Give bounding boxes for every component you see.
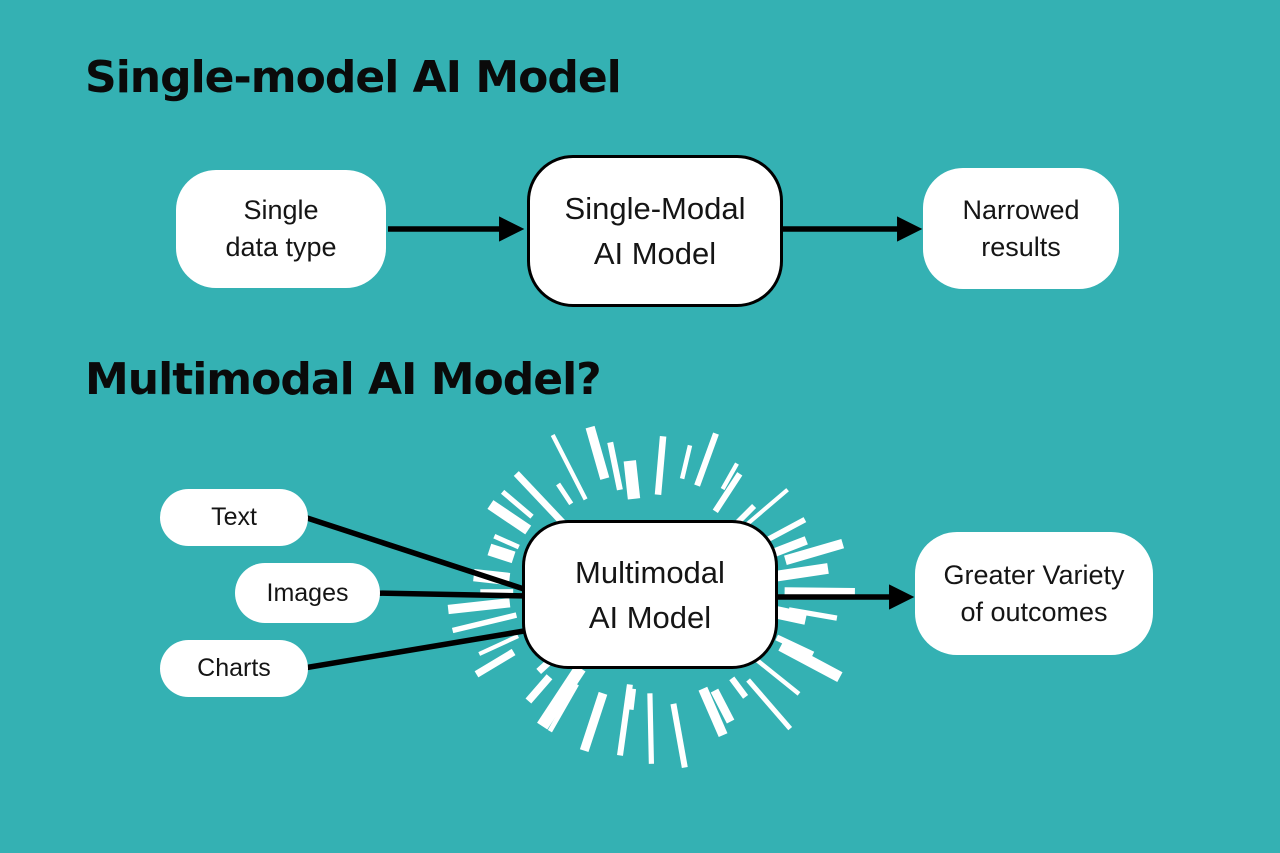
- connector-text-to-model: [297, 512, 531, 594]
- single-modal-model-box: Single-Modal AI Model: [527, 155, 783, 307]
- narrowed-results-label-line1: Narrowed: [962, 194, 1080, 225]
- multimodal-model-box: Multimodal AI Model: [522, 520, 778, 669]
- text-input-pill: Text: [160, 489, 308, 546]
- multimodal-model-label-line1: Multimodal: [575, 554, 725, 590]
- single-modal-section-title: Single-model AI Model: [85, 52, 622, 103]
- narrowed-results-box: Narrowed results: [923, 168, 1119, 289]
- single-modal-model-label-line1: Single-Modal: [564, 191, 746, 226]
- greater-variety-box: Greater Variety of outcomes: [915, 532, 1153, 655]
- images-input-pill: Images: [235, 563, 380, 623]
- charts-input-pill: Charts: [160, 640, 308, 697]
- images-input-label: Images: [266, 578, 349, 607]
- charts-input-label: Charts: [197, 654, 271, 682]
- greater-variety-label-line2: of outcomes: [960, 596, 1108, 627]
- greater-variety-label-line1: Greater Variety: [943, 559, 1125, 590]
- narrowed-results-label-line2: results: [981, 231, 1061, 262]
- connector-charts-to-model: [297, 627, 531, 672]
- connector-images-to-model: [371, 590, 531, 599]
- text-input-label: Text: [211, 503, 257, 531]
- multimodal-model-label-line2: AI Model: [588, 599, 712, 635]
- single-data-type-box: Single data type: [176, 170, 386, 288]
- single-data-type-label-line2: data type: [225, 232, 337, 262]
- multimodal-section-title: Multimodal AI Model?: [85, 354, 602, 405]
- single-data-type-label-line1: Single: [243, 195, 319, 225]
- single-modal-model-label-line2: AI Model: [593, 236, 717, 271]
